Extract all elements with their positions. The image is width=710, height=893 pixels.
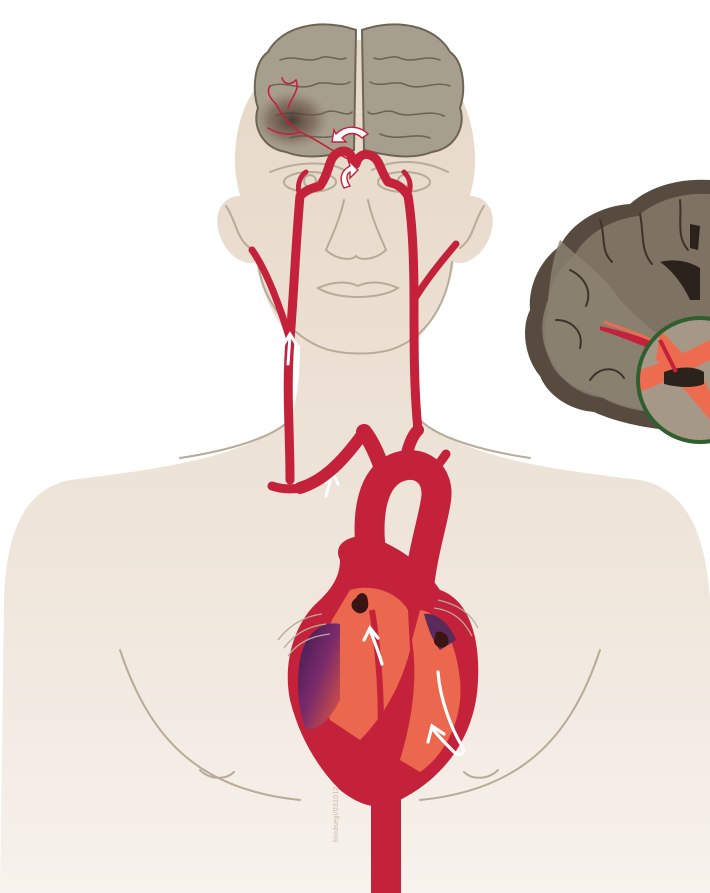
- image-credit: blodsegl/031012: [333, 786, 340, 842]
